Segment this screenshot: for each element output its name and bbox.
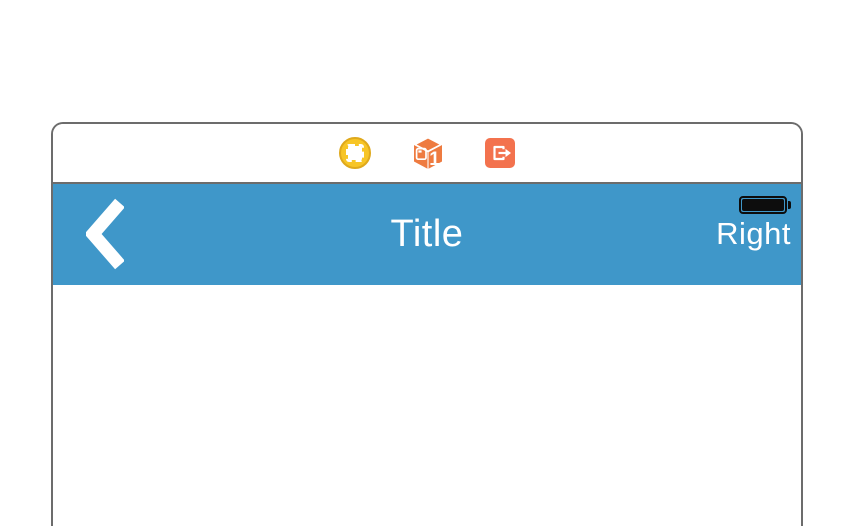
scene-cube-icon[interactable]: 1 <box>411 136 445 170</box>
right-bar-button[interactable]: Right <box>716 216 791 251</box>
battery-body <box>739 196 787 214</box>
cube-glyph: 1 <box>413 136 443 170</box>
content-area <box>53 285 801 526</box>
battery-nub <box>788 201 791 209</box>
nav-title: Title <box>390 213 464 255</box>
exit-square <box>485 138 515 168</box>
navigation-bar: Title Right <box>53 184 801 285</box>
dashed-region-glyph <box>346 144 364 162</box>
cube-badge: 1 <box>429 149 440 170</box>
screenshot-region-icon[interactable] <box>339 137 371 169</box>
battery-fill <box>742 199 784 211</box>
nav-right-group: Right <box>716 196 791 251</box>
yellow-circle <box>339 137 371 169</box>
exit-icon[interactable] <box>485 138 515 168</box>
device-frame: 1 Title <box>51 122 803 526</box>
back-chevron-icon[interactable] <box>86 197 124 271</box>
simulator-toolbar: 1 <box>53 124 801 184</box>
battery-icon <box>739 196 791 214</box>
exit-glyph <box>493 145 511 161</box>
